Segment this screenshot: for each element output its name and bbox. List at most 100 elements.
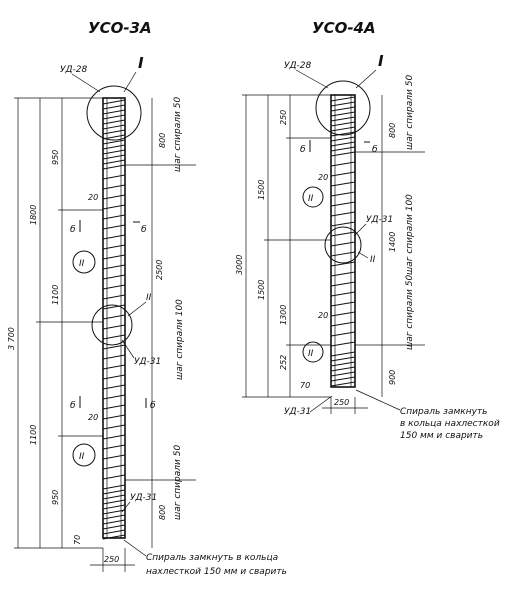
- column-a-note-line1: Спираль замкнуть в кольца: [146, 553, 278, 563]
- spiral-turn: [330, 291, 356, 297]
- column-b-spiral-bottom: шаг спирали 50: [405, 275, 415, 350]
- column-a-ud31-bottom-leader: [121, 501, 131, 513]
- spiral-turn: [102, 294, 126, 300]
- column-b-ud31-mid: УД-31: [366, 215, 393, 225]
- spiral-turn: [102, 99, 126, 105]
- spiral-turn: [102, 159, 126, 165]
- spiral-turn: [330, 251, 356, 257]
- spiral-turn: [102, 374, 126, 380]
- spiral-turn: [102, 134, 126, 140]
- column-a-spiral: [102, 99, 126, 540]
- spiral-turn: [330, 201, 356, 207]
- spiral-turn: [102, 274, 126, 280]
- column-b-dim-1500: 1500: [257, 180, 266, 200]
- column-b: УСО-4А УД-28 I УД-31 II 250 1500 3000 15…: [235, 19, 500, 441]
- column-a-section-mark-3: б: [70, 401, 76, 411]
- spiral-turn: [330, 361, 356, 367]
- column-b-ud31-bottom: УД-31: [284, 407, 311, 417]
- spiral-turn: [330, 96, 356, 102]
- spiral-turn: [102, 284, 126, 290]
- column-b-note-line3: 150 мм и сварить: [400, 431, 483, 441]
- spiral-turn: [330, 231, 356, 237]
- column-b-bottom-width: 250: [334, 398, 349, 407]
- spiral-turn: [102, 529, 126, 535]
- column-b-note-leader: [355, 389, 401, 411]
- spiral-turn: [102, 164, 126, 170]
- spiral-turn: [330, 366, 356, 372]
- column-a-dim-3700: 3 700: [7, 327, 16, 350]
- spiral-turn: [330, 321, 356, 327]
- spiral-turn: [102, 224, 126, 230]
- spiral-turn: [102, 509, 126, 515]
- column-a-dim-950: 950: [51, 150, 60, 165]
- spiral-turn: [102, 414, 126, 420]
- spiral-turn: [330, 131, 356, 137]
- spiral-turn: [102, 109, 126, 115]
- column-a-spiral-bottom: шаг спирали 50: [173, 445, 183, 520]
- column-b-detail-circle-1: [302, 186, 324, 208]
- column-b-dim-252: 252: [279, 355, 288, 370]
- column-a-node-label-top: УД-28: [60, 65, 87, 75]
- column-b-node-label-leader: [295, 69, 329, 89]
- column-b-dim-1300: 1300: [279, 305, 288, 325]
- column-a-roman-2: II: [146, 293, 152, 303]
- column-b-note-line2: в кольца нахлесткой: [400, 419, 500, 429]
- column-a-bottom-width: 250: [104, 555, 119, 564]
- spiral-turn: [330, 211, 356, 217]
- column-b-dim-70: 70: [300, 381, 310, 390]
- column-a-node-2-circle: [91, 304, 133, 346]
- column-b-circle-label-2: II: [308, 349, 314, 359]
- spiral-turn: [330, 371, 356, 377]
- spiral-turn: [102, 154, 126, 160]
- column-a-dim-70: 70: [73, 535, 82, 545]
- column-b-cage: [330, 94, 356, 388]
- spiral-turn: [330, 376, 356, 382]
- spiral-turn: [102, 314, 126, 320]
- column-a-size-20b: 20: [88, 413, 98, 422]
- spiral-turn: [102, 254, 126, 260]
- spiral-turn: [102, 104, 126, 110]
- column-b-section-mark-1: б: [300, 145, 306, 155]
- spiral-turn: [102, 129, 126, 135]
- column-a-detail-circle-2: [72, 443, 96, 467]
- spiral-turn: [330, 356, 356, 362]
- spiral-turn: [330, 281, 356, 287]
- column-a-dim-950b: 950: [51, 490, 60, 505]
- spiral-turn: [102, 519, 126, 525]
- column-b-size-20b: 20: [318, 311, 328, 320]
- column-a-dim-2500: 2500: [155, 260, 164, 280]
- spiral-turn: [330, 181, 356, 187]
- spiral-turn: [330, 191, 356, 197]
- spiral-turn: [330, 301, 356, 307]
- column-b-dim-900: 900: [388, 370, 397, 385]
- spiral-turn: [102, 324, 126, 330]
- column-a-section-mark-1: б: [70, 225, 76, 235]
- column-b-roman-1-leader: [355, 69, 377, 89]
- spiral-turn: [330, 141, 356, 147]
- spiral-turn: [102, 144, 126, 150]
- spiral-turn: [102, 119, 126, 125]
- column-a-dim-800b: 800: [158, 505, 167, 520]
- spiral-turn: [102, 464, 126, 470]
- spiral-turn: [330, 341, 356, 347]
- column-b-detail-circle-2: [302, 341, 324, 363]
- column-a-roman-2-leader: [127, 301, 147, 317]
- spiral-turn: [330, 261, 356, 267]
- spiral-turn: [330, 161, 356, 167]
- spiral-turn: [102, 354, 126, 360]
- column-b-roman-2: II: [370, 255, 376, 265]
- column-a-roman-1: I: [138, 54, 144, 72]
- spiral-turn: [330, 101, 356, 107]
- column-b-size-20a: 20: [318, 173, 328, 182]
- spiral-turn: [330, 151, 356, 157]
- spiral-turn: [102, 194, 126, 200]
- spiral-turn: [102, 214, 126, 220]
- column-a-detail-circle-1: [72, 250, 96, 274]
- column-a-ud31-bottom: УД-31: [130, 493, 157, 503]
- column-b-ud31-bottom-leader: [309, 395, 333, 413]
- column-b-ud31-mid-leader: [353, 223, 367, 237]
- spiral-turn: [102, 484, 126, 490]
- column-a-circle-label-1: II: [79, 259, 85, 269]
- spiral-turn: [330, 271, 356, 277]
